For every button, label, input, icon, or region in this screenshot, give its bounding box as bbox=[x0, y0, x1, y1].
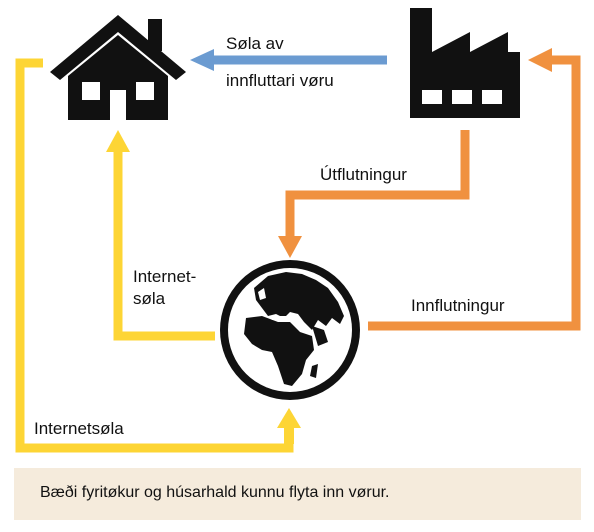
globe-icon bbox=[220, 260, 360, 400]
utflutningur-arrow bbox=[278, 130, 470, 258]
house-icon bbox=[50, 15, 186, 120]
sola-av-label-line2: innfluttari vøru bbox=[226, 71, 334, 90]
factory-icon bbox=[410, 8, 520, 118]
internet-sola-arrow bbox=[106, 130, 215, 341]
caption-box: Bæði fyritøkur og húsarhald kunnu flyta … bbox=[14, 468, 581, 520]
internet-sola-label-line2: søla bbox=[133, 289, 166, 308]
internet-sola-label-line1: Internet- bbox=[133, 267, 197, 286]
innflutningur-arrow bbox=[368, 48, 581, 331]
utflutningur-label: Útflutningur bbox=[320, 165, 407, 184]
internetsola-arrow bbox=[15, 58, 301, 453]
innflutningur-label: Innflutningur bbox=[411, 296, 505, 315]
sola-av-label-line1: Søla av bbox=[226, 34, 284, 53]
sola-av-innfluttari-voru-arrow bbox=[190, 49, 387, 71]
caption-text: Bæði fyritøkur og húsarhald kunnu flyta … bbox=[40, 484, 390, 501]
internetsola-label: Internetsøla bbox=[34, 419, 124, 438]
